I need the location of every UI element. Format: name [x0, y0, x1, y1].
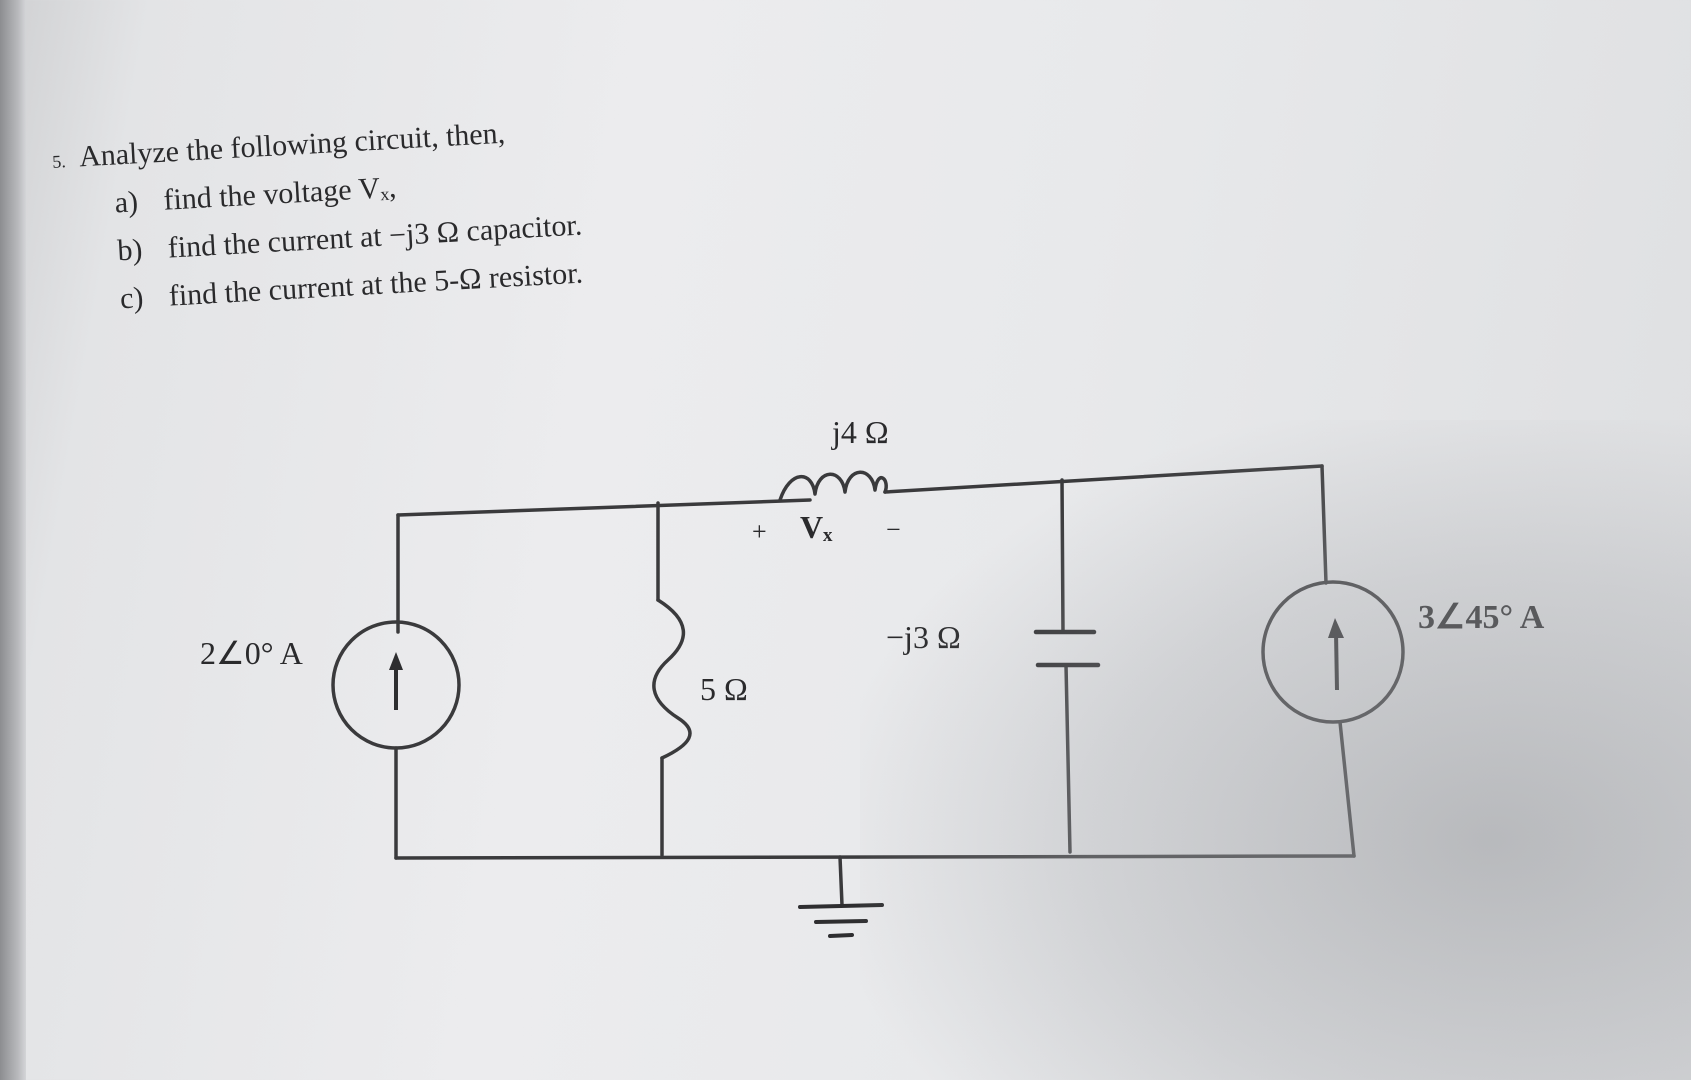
right-branch-top-wire	[1320, 464, 1328, 585]
capacitor-label: −j3 Ω	[886, 619, 961, 655]
top-wire-right	[883, 464, 1324, 494]
resistor-label: 5 Ω	[700, 671, 748, 707]
current-source-right-circle	[1261, 580, 1405, 724]
ground-stem	[838, 855, 844, 907]
bottom-wire	[394, 854, 1356, 860]
vx-minus-label: −	[886, 515, 901, 544]
inductor-coil	[778, 470, 888, 502]
inductor-label: j4 Ω	[831, 414, 889, 450]
source-right-arrow-icon	[1328, 618, 1344, 691]
vx-label: Vₓ	[800, 509, 833, 545]
capacitor-branch-bottom-wire	[1064, 663, 1072, 854]
capacitor-branch-top-wire	[1060, 478, 1065, 634]
page-left-edge	[0, 0, 26, 1080]
source-right-label: 3∠45° A	[1418, 599, 1545, 636]
right-branch-bottom-wire	[1338, 720, 1356, 858]
top-wire-left	[396, 498, 812, 517]
source-left-arrow-icon	[389, 652, 403, 710]
resistor-zigzag	[652, 598, 692, 760]
source-left-label: 2∠0° A	[200, 635, 303, 671]
ground-icon	[798, 903, 884, 938]
vx-plus-label: +	[752, 517, 767, 546]
